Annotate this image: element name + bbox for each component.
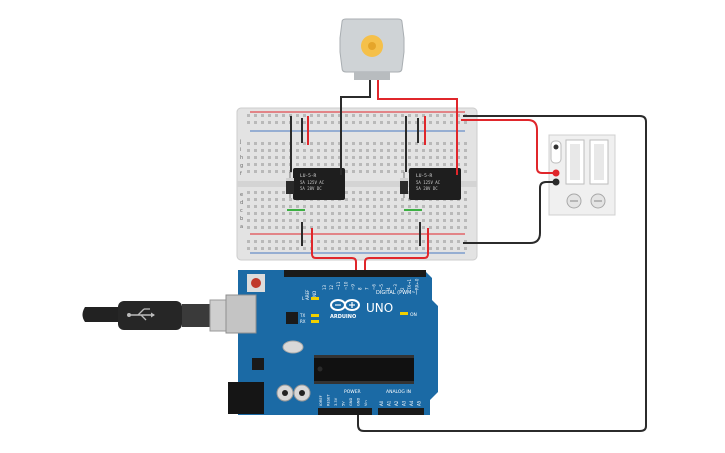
digital-pin-label: 4 [386, 287, 391, 290]
digital-pin-label: 7 [365, 287, 370, 290]
digital-pin-label: TX→1 [407, 278, 412, 291]
digital-pin-label: ~11 [336, 281, 341, 290]
tx-led [311, 314, 319, 317]
analog-label: ANALOG IN [386, 389, 411, 395]
analog-pin-label: A2 [394, 400, 399, 406]
crystal [282, 340, 304, 354]
supply-terminal-positive[interactable] [552, 169, 560, 177]
top-power-rail [246, 114, 468, 128]
power-label: POWER [344, 389, 361, 395]
row-letter: j [239, 139, 241, 145]
on-led [400, 312, 408, 315]
power-header[interactable] [318, 408, 372, 415]
dc-power-jack[interactable] [228, 382, 264, 414]
power-pin-label: GND [357, 398, 361, 406]
digital-pin-label: ~3 [393, 284, 398, 290]
reset-button[interactable] [251, 278, 261, 288]
digital-pin-label: ~9 [350, 284, 355, 290]
usb-port[interactable] [225, 294, 257, 334]
power-pin-label: 3.3V [334, 397, 338, 406]
power-pin-label: IOREF [319, 395, 323, 406]
row-letter: b [240, 216, 243, 222]
digital-label: DIGITAL (PWM~) [376, 290, 418, 296]
gnd-label: GND [312, 291, 317, 300]
aref-label: AREF [305, 289, 310, 300]
analog-pin-label: A1 [387, 400, 392, 406]
wire-supply-red[interactable] [461, 119, 556, 174]
row-letter: c [240, 208, 243, 214]
diode-1[interactable] [286, 172, 294, 198]
relay-label: LU-5-R [416, 173, 433, 179]
l-led [311, 297, 319, 300]
analog-pin-label: A5 [417, 400, 422, 406]
digital-pin-label: 2 [400, 287, 405, 290]
digital-pin-label: ~10 [343, 281, 348, 290]
brand-label: ARDUINO [330, 314, 356, 320]
power-pin-label: 5V [342, 401, 346, 406]
analog-pin-label: A3 [402, 400, 407, 406]
wire-control-red-2[interactable] [364, 228, 429, 272]
row-letter: d [240, 200, 243, 206]
relay-label: 5A 125V AC [300, 180, 325, 185]
power-pin-label: GND [349, 398, 353, 406]
analog-pin-label: A0 [379, 400, 384, 406]
row-letter: i [240, 147, 241, 153]
digital-pin-label: 8 [358, 287, 363, 290]
wire-motor-red[interactable] [377, 80, 458, 175]
power-pin-label: Vin [364, 400, 368, 406]
dc-motor[interactable] [339, 18, 405, 80]
row-letter: a [240, 224, 243, 230]
power-supply-module[interactable] [548, 134, 616, 216]
digital-pin-label: RX←0 [414, 278, 419, 290]
row-letter: g [240, 163, 243, 169]
power-pin-label: RESET [327, 394, 331, 406]
usb-chip [286, 312, 298, 324]
relay-label: LU-5-R [300, 173, 317, 179]
wire-ground-loop[interactable] [357, 115, 647, 432]
digital-pin-label: 13 [322, 284, 327, 290]
analog-header[interactable] [378, 408, 424, 415]
digital-header[interactable] [284, 270, 426, 277]
usb-cable[interactable] [82, 299, 243, 332]
row-letter: f [240, 171, 242, 177]
rx-label: RX [300, 319, 306, 324]
microcontroller-chip [314, 355, 414, 384]
supply-terminal-negative[interactable] [552, 178, 560, 186]
on-label: ON [410, 312, 417, 318]
wire-control-red-1[interactable] [311, 228, 357, 272]
digital-pin-label: ~5 [379, 284, 384, 290]
wire-supply-black[interactable] [463, 181, 556, 244]
tx-label: TX [299, 313, 305, 318]
digital-pin-label: ~6 [372, 284, 377, 290]
relay-1[interactable]: LU-5-R 5A 125V AC 5A 28V DC [293, 168, 345, 200]
center-channel [237, 181, 477, 187]
row-letter: e [240, 192, 243, 198]
row-letter: h [240, 155, 243, 161]
voltage-regulator [252, 358, 264, 370]
bottom-power-rail [246, 236, 468, 250]
relay-label: 5A 28V DC [416, 186, 438, 191]
arduino-logo [330, 299, 360, 311]
analog-pin-label: A4 [409, 400, 414, 406]
relay-label: 5A 125V AC [416, 180, 441, 185]
relay-label: 5A 28V DC [300, 186, 322, 191]
diode-2[interactable] [400, 172, 408, 198]
usb-icon [127, 308, 155, 321]
relay-2[interactable]: LU-5-R 5A 125V AC 5A 28V DC [409, 168, 461, 200]
model-label: UNO [366, 301, 393, 315]
l-label: L [302, 296, 305, 301]
wire-motor-black[interactable] [340, 80, 371, 175]
rx-led [311, 320, 319, 323]
digital-pin-label: 12 [329, 284, 334, 290]
